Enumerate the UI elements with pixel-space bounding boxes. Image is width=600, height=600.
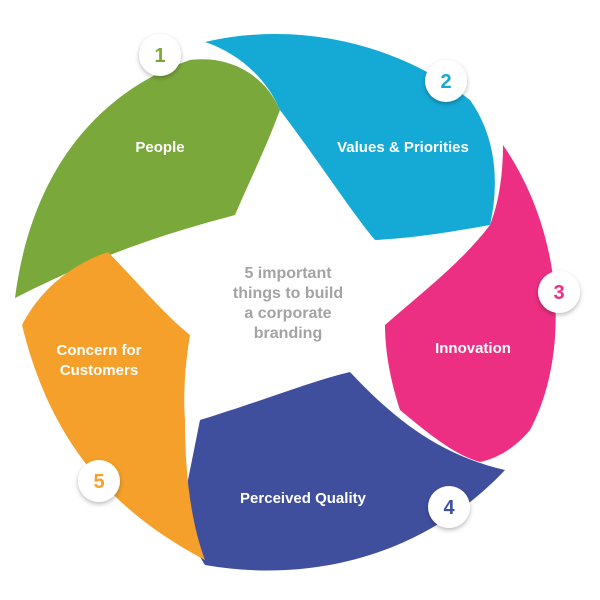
center-line-1: 5 important bbox=[244, 265, 332, 282]
badge-2-number: 2 bbox=[440, 71, 451, 93]
label-concern-line-1: Concern for bbox=[56, 342, 141, 359]
badge-1: 1 bbox=[139, 34, 181, 76]
badge-1-circle bbox=[139, 34, 181, 76]
badge-4-number: 4 bbox=[443, 497, 455, 519]
badge-5: 5 bbox=[78, 460, 120, 502]
label-people: People bbox=[135, 139, 184, 156]
segment-perceived-quality bbox=[185, 372, 505, 571]
badge-3: 3 bbox=[538, 271, 580, 313]
badge-5-circle bbox=[78, 460, 120, 502]
center-line-4: branding bbox=[254, 325, 322, 342]
badge-2-circle bbox=[425, 60, 467, 102]
badge-4: 4 bbox=[428, 486, 470, 528]
badge-5-number: 5 bbox=[93, 471, 104, 493]
badge-2: 2 bbox=[425, 60, 467, 102]
center-title: 5 important things to build a corporate … bbox=[233, 265, 343, 342]
center-line-2: things to build bbox=[233, 285, 343, 302]
center-line-3: a corporate bbox=[244, 305, 331, 322]
badge-3-circle bbox=[538, 271, 580, 313]
segment-concern-for-customers bbox=[22, 252, 205, 560]
segment-people bbox=[15, 59, 280, 299]
label-concern-line-2: Customers bbox=[60, 362, 138, 379]
segment-innovation bbox=[385, 145, 556, 462]
label-perceived-quality: Perceived Quality bbox=[240, 490, 367, 507]
segment-values-priorities bbox=[205, 34, 495, 240]
badge-1-number: 1 bbox=[154, 45, 165, 67]
badge-4-circle bbox=[428, 486, 470, 528]
label-values-priorities: Values & Priorities bbox=[337, 139, 469, 156]
label-innovation: Innovation bbox=[435, 340, 511, 357]
badge-3-number: 3 bbox=[553, 282, 564, 304]
